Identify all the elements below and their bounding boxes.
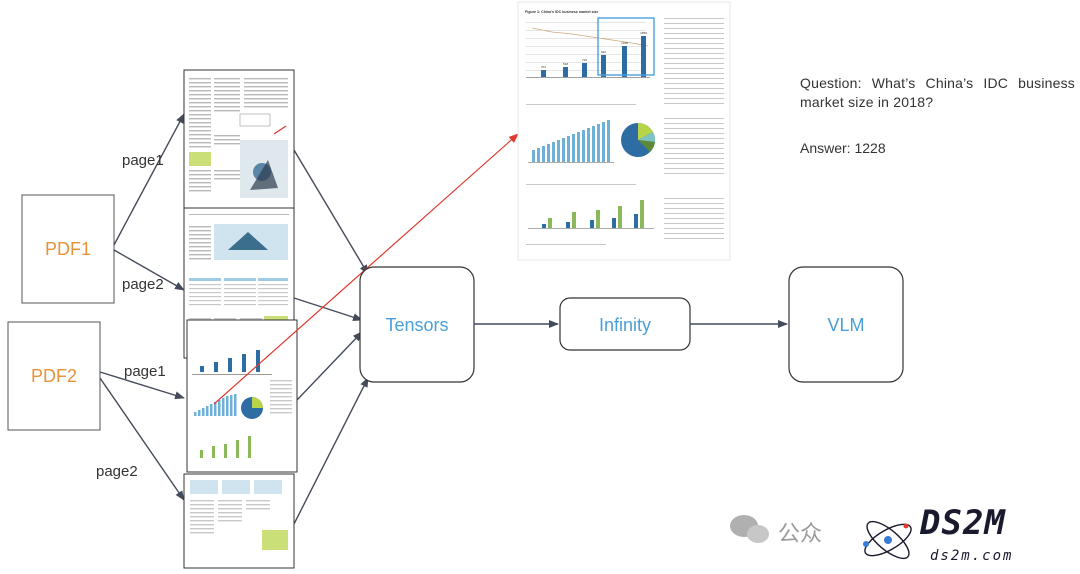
page-thumbnail-pdf2-page1 (186, 319, 298, 473)
preview-bar-label-5: 1228 (621, 41, 628, 45)
page-thumbnail-pdf1-page1 (183, 69, 295, 209)
edge-label-pdf1-page1: page1 (122, 152, 164, 169)
pdf2-label: PDF2 (31, 366, 77, 386)
pdf-to-page-arrows (99, 113, 185, 501)
question-text: Question: What’s China’s IDC business ma… (800, 75, 1080, 110)
preview-highlight-box (597, 17, 655, 76)
preview-bar-label-6: 1559 (640, 31, 647, 35)
edge-label-pdf2-page1: page1 (124, 363, 166, 380)
edge-label-pdf1-page2: page2 (122, 276, 164, 293)
brand-name: DS2M (920, 503, 1006, 543)
preview-bar-label-4: 946 (601, 50, 606, 54)
page-to-tensors-arrows (293, 149, 369, 525)
vlm-label: VLM (827, 315, 864, 335)
pdf2-node: PDF2 (7, 321, 101, 431)
edge-label-pdf2-page2: page2 (96, 463, 138, 480)
preview-bar-label-1: 372 (541, 65, 546, 69)
tensors-node: Tensors (359, 266, 475, 383)
preview-chart-title: Figure 1: China's IDC business market si… (525, 10, 598, 14)
pdf1-label: PDF1 (45, 239, 91, 259)
vlm-node: VLM (788, 266, 904, 383)
pdf1-node: PDF1 (21, 194, 115, 304)
enlarged-page-preview: Figure 1: China's IDC business market si… (517, 1, 731, 261)
infinity-node: Infinity (559, 297, 691, 351)
preview-bar-label-2: 518 (563, 62, 568, 66)
wechat-icon (730, 515, 769, 543)
ds2m-logo-icon (863, 520, 912, 560)
preview-bar-label-3: 716 (582, 58, 587, 62)
answer-text: Answer: 1228 (800, 140, 886, 156)
infinity-label: Infinity (599, 315, 651, 335)
brand-url: ds2m.com (930, 548, 1014, 564)
watermark-account: 公众 (778, 521, 823, 546)
page-thumbnail-pdf2-page2 (183, 473, 295, 569)
tensors-label: Tensors (385, 315, 448, 335)
